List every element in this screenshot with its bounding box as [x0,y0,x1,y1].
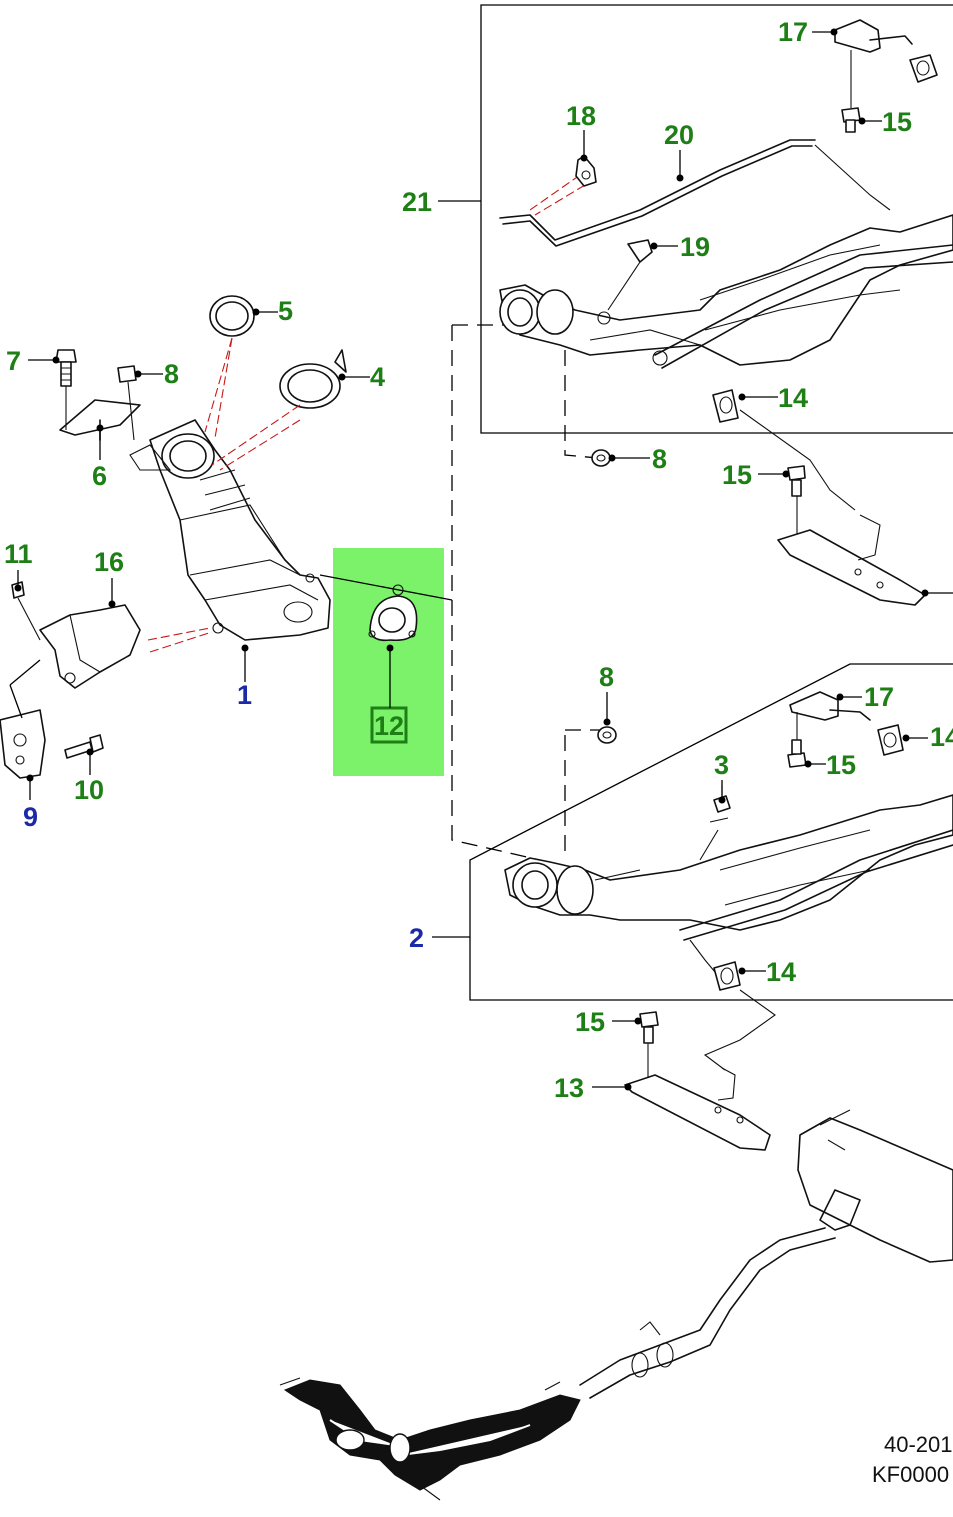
sensor-part-19[interactable] [607,239,653,311]
highlight-box-part-12[interactable] [333,548,444,776]
callout-19[interactable]: 19 [680,232,710,262]
exhaust-system-overview [279,1109,953,1501]
stud-part-10[interactable] [64,734,104,759]
reference-code-line-1: 40-201 [884,1432,953,1457]
bracket-part-17-lower[interactable] [789,691,871,721]
callout-18[interactable]: 18 [566,101,596,131]
exhaust-pipe-assembly-2[interactable] [504,794,953,941]
callout-15-middle[interactable]: 15 [722,460,752,490]
mount-part-14-middle[interactable] [712,389,739,423]
catalytic-converter-part-1[interactable] [129,419,331,641]
callout-6[interactable]: 6 [92,461,107,491]
mount-part-14-lower-right[interactable] [877,724,904,756]
bracket-part-9[interactable] [0,709,46,779]
crossmember-upper[interactable] [739,409,926,606]
bracket-part-17-upper[interactable] [834,19,913,53]
assembly-2-frame [469,663,953,1001]
callout-21[interactable]: 21 [402,187,432,217]
callout-17-lower[interactable]: 17 [864,682,894,712]
callout-labels: 1 2 3 4 5 6 7 8 8 8 9 10 11 12 13 14 14 … [4,17,953,1103]
nut-part-8-upper-left[interactable] [117,365,137,441]
bolt-part-7[interactable] [55,349,77,430]
callout-15-lower-right[interactable]: 15 [826,750,856,780]
callout-11[interactable]: 11 [4,539,33,569]
sensor-part-3[interactable] [699,785,731,861]
bolt-part-15-lower-right[interactable] [787,712,807,768]
callout-14-top[interactable]: 14 [778,383,808,413]
callout-16[interactable]: 16 [94,547,124,577]
nut-part-8-middle[interactable] [591,449,611,467]
exhaust-pipe-assembly-21[interactable] [499,214,953,369]
part-12-label-box [370,706,408,744]
assembly-21-frame [480,4,953,434]
callout-13[interactable]: 13 [554,1073,584,1103]
callout-15-lower[interactable]: 15 [575,1007,605,1037]
gasket-part-12[interactable] [368,584,418,642]
mount-part-14-lower[interactable] [689,939,776,1071]
callout-10[interactable]: 10 [74,775,104,805]
red-assembly-lines [147,174,586,653]
callout-1[interactable]: 1 [237,680,252,710]
callout-8-lower[interactable]: 8 [599,662,614,692]
callout-7[interactable]: 7 [6,346,21,376]
callout-15-upper[interactable]: 15 [882,107,912,137]
leader-lines [14,28,953,1091]
callout-9[interactable]: 9 [23,802,38,832]
callout-14-lower-right[interactable]: 14 [930,722,953,752]
callout-4[interactable]: 4 [370,362,385,392]
band-clamp-part-4[interactable] [279,349,347,409]
reference-code-line-2: KF0000 [872,1462,950,1487]
mount-part-14-upper-right[interactable] [909,54,938,83]
callout-2[interactable]: 2 [409,923,424,953]
nut-part-8-lower[interactable] [597,726,617,744]
bolt-part-15-middle[interactable] [787,465,806,540]
callout-20[interactable]: 20 [664,120,694,150]
sensor-pipe-part-20[interactable] [499,139,891,247]
crossmember-part-13[interactable] [624,1067,771,1151]
bolt-part-15-lower[interactable] [639,1011,659,1080]
callout-5[interactable]: 5 [278,296,293,326]
callout-3[interactable]: 3 [714,750,729,780]
callout-14-lower[interactable]: 14 [766,957,796,987]
bolt-part-15-upper[interactable] [841,50,861,133]
heat-shield-part-16[interactable] [39,604,141,689]
callout-8-middle[interactable]: 8 [652,444,667,474]
callout-17-upper[interactable]: 17 [778,17,808,47]
gasket-ring-part-5[interactable] [209,295,255,337]
leader-9-to-16 [9,659,41,719]
callout-12[interactable]: 12 [374,711,404,741]
callout-8-upper-left[interactable]: 8 [164,359,179,389]
